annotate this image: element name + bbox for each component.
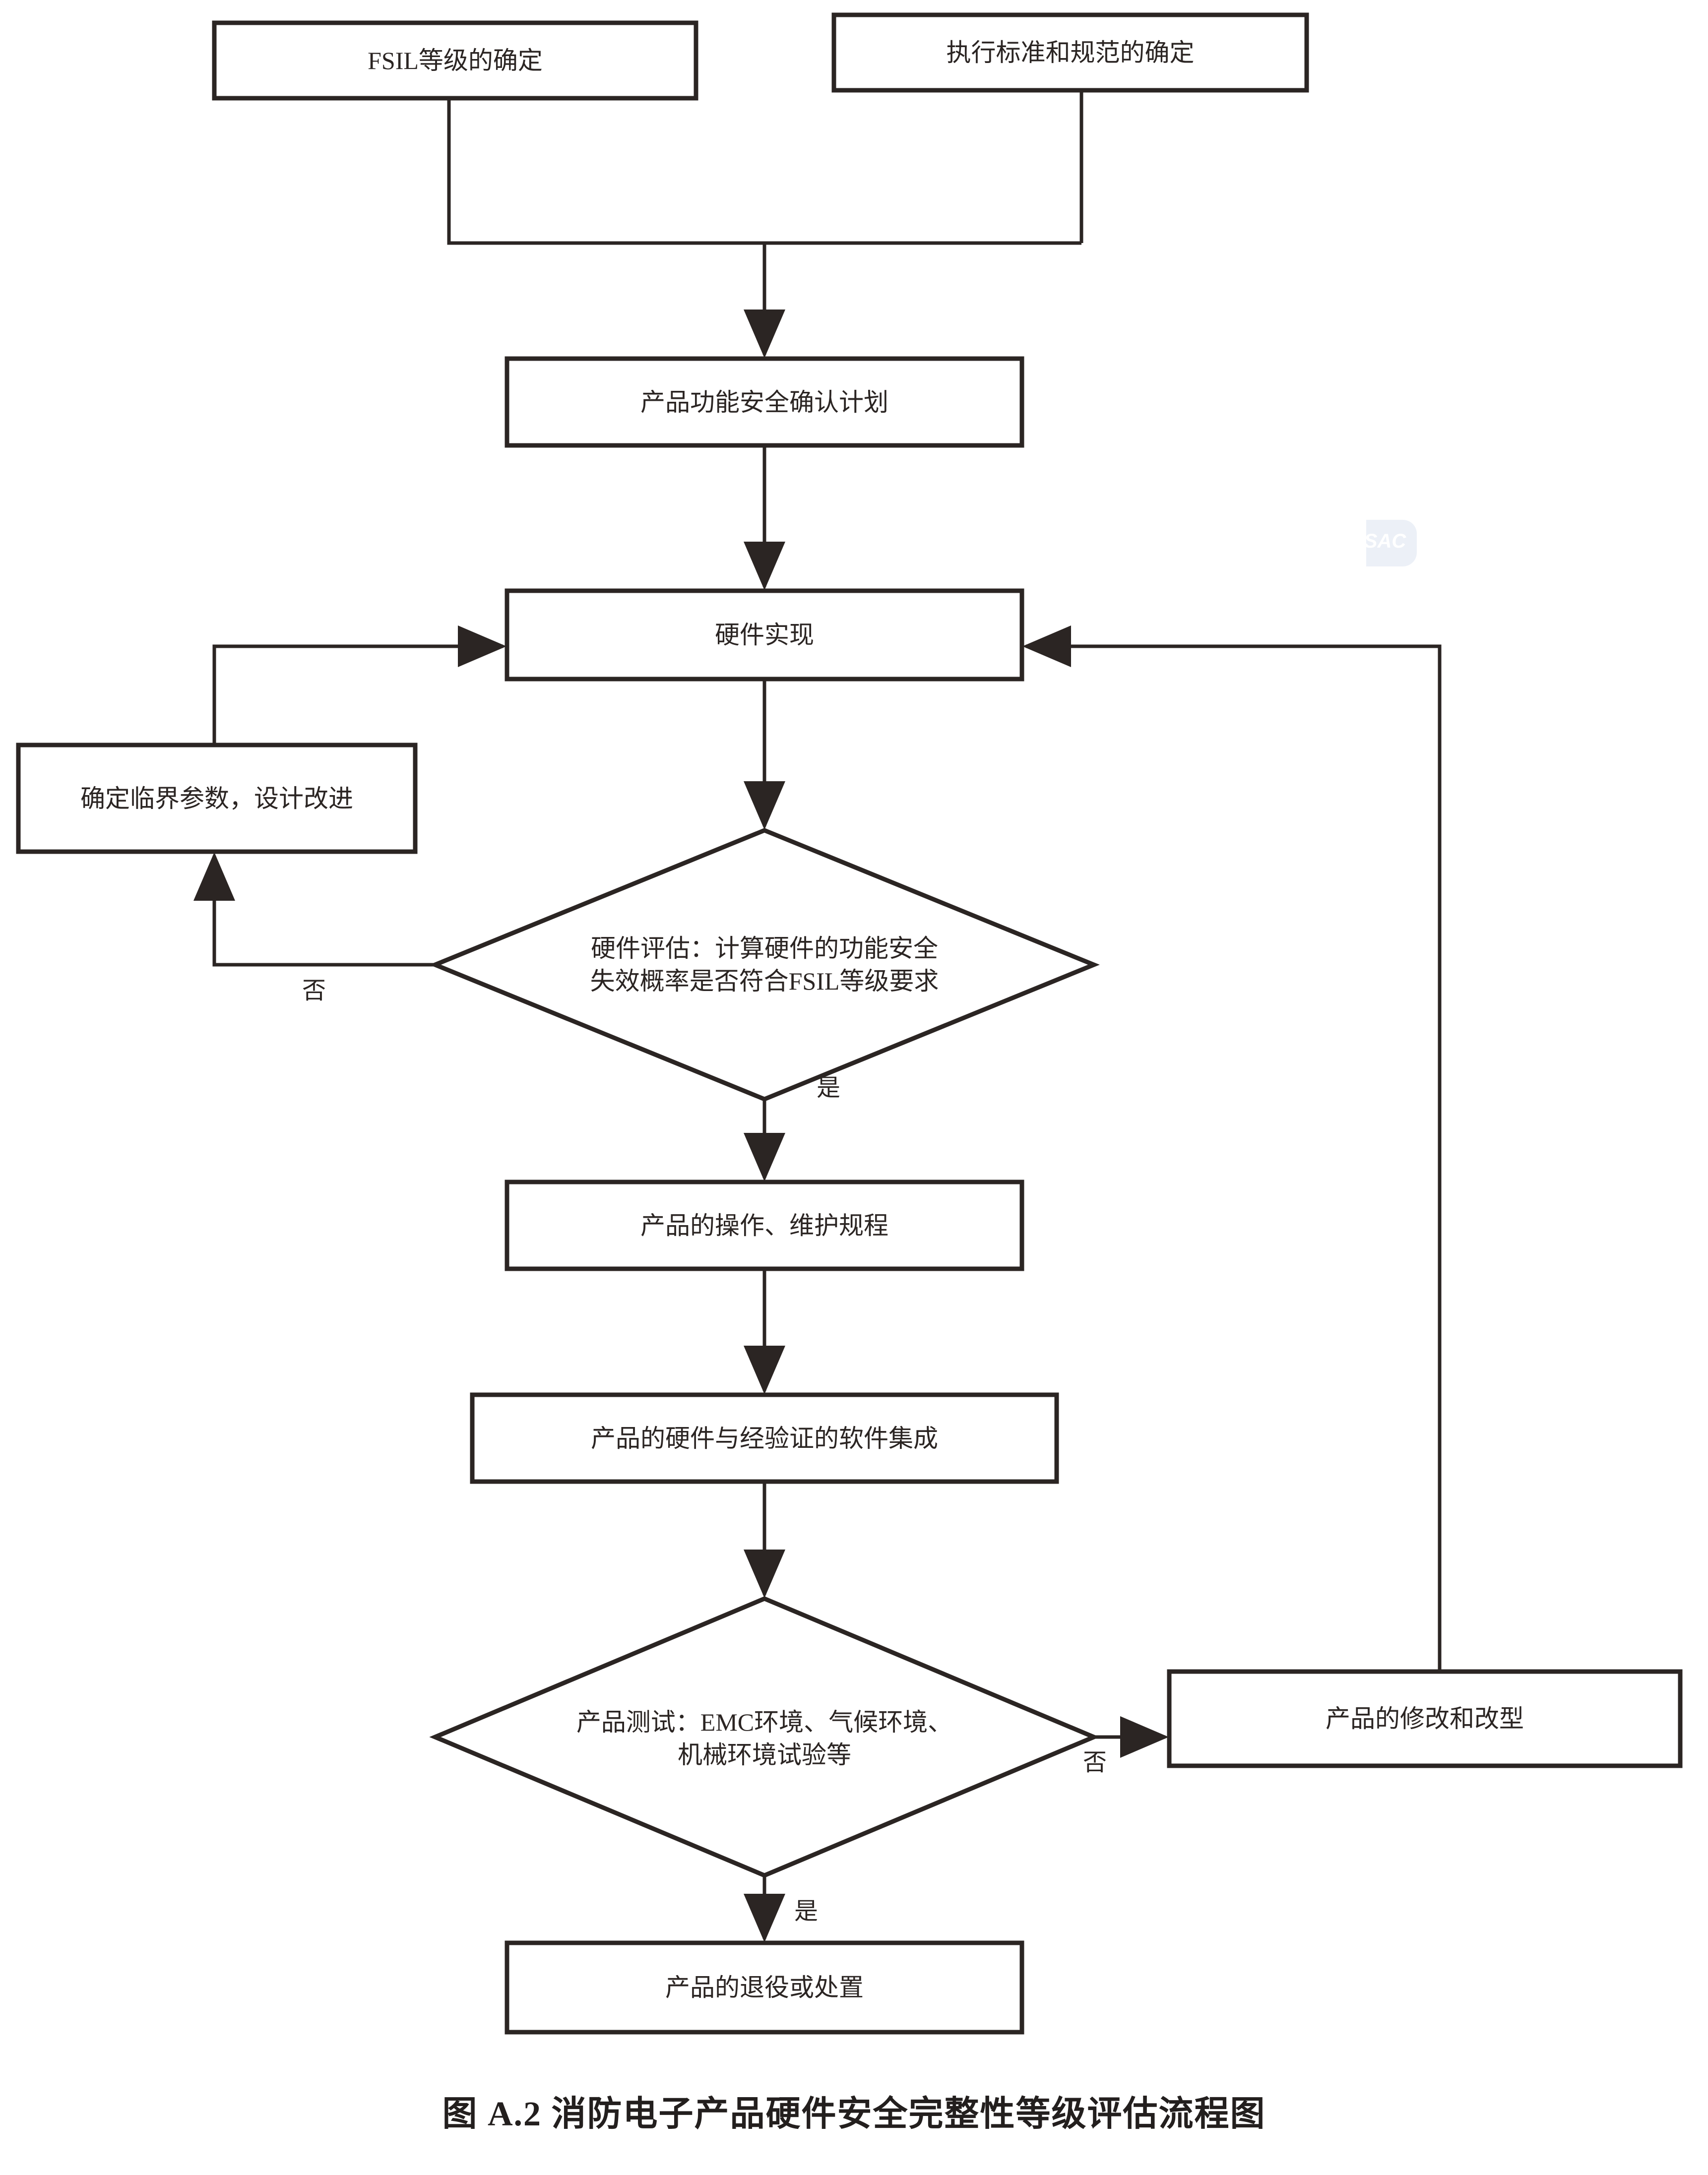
edge-eval-no-to-critical-params	[193, 852, 435, 967]
node-product-test[interactable]	[429, 1596, 1100, 1878]
edge-label-test-yes: 是	[794, 1898, 819, 1925]
node-fsil-level[interactable]	[212, 20, 698, 101]
node-standards[interactable]	[831, 12, 1309, 93]
node-decommission[interactable]	[505, 1940, 1024, 2035]
edge-label-test-no: 否	[1083, 1749, 1107, 1776]
edge-critical-params-to-hardware-impl	[212, 625, 506, 745]
node-hardware-impl[interactable]	[505, 588, 1024, 682]
node-hardware-eval[interactable]	[429, 828, 1100, 1102]
node-modification[interactable]	[1167, 1669, 1683, 1768]
edge-label-eval-no: 否	[302, 978, 326, 1004]
node-critical-params[interactable]	[16, 743, 418, 854]
node-operation-proc[interactable]	[505, 1180, 1024, 1271]
edge-fsil-to-merge	[447, 98, 1081, 245]
node-hw-sw-integration[interactable]	[470, 1392, 1059, 1484]
edge-label-eval-yes: 是	[817, 1075, 841, 1101]
figure-caption: 图 A.2 消防电子产品硬件安全完整性等级评估流程图	[442, 2095, 1266, 2133]
node-safety-plan[interactable]	[505, 356, 1024, 448]
edge-modification-to-hardware-impl	[1022, 625, 1442, 1672]
